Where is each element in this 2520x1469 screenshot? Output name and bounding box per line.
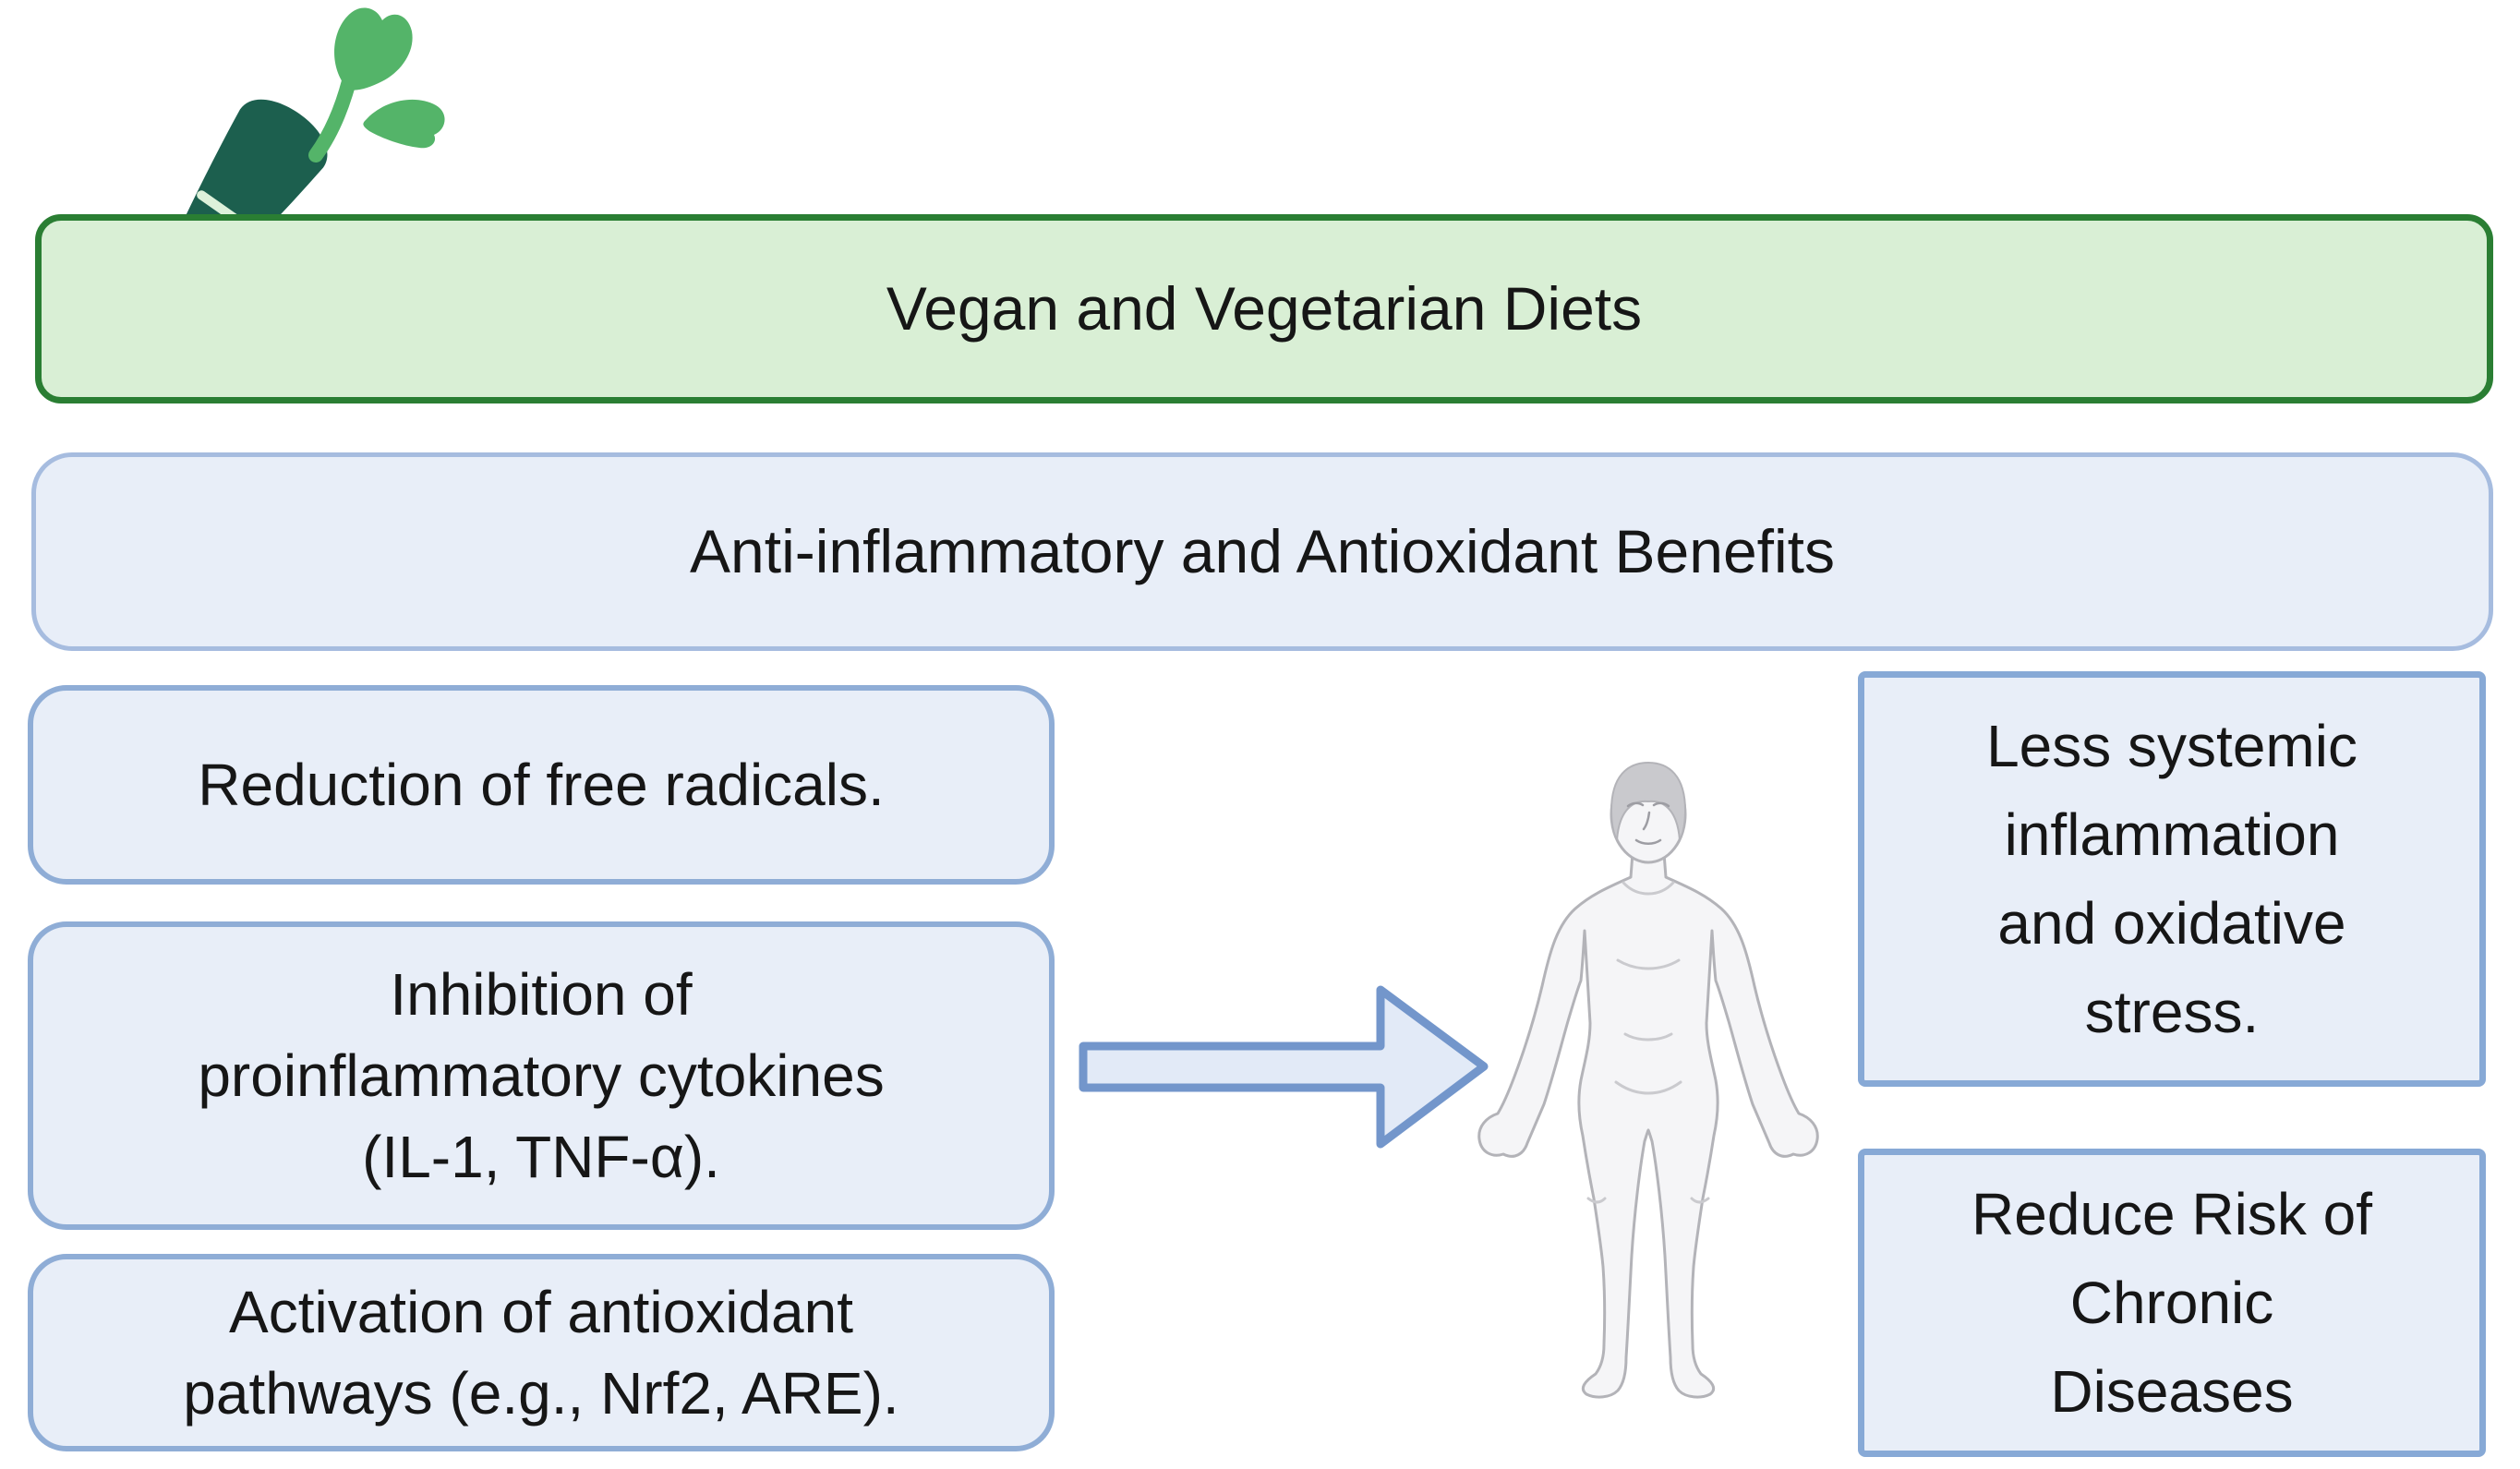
right-arrow-icon [1079, 985, 1489, 1149]
mechanism-box-text: Reduction of free radicals. [198, 744, 885, 825]
box-text-line: Activation of antioxidant [229, 1278, 853, 1345]
mechanism-box-free-radicals: Reduction of free radicals. [28, 685, 1055, 885]
box-text-line: pathways (e.g., Nrf2, ARE). [183, 1360, 899, 1427]
box-text-line: Reduction of free radicals. [198, 751, 885, 818]
outcome-box-text: Less systemic inflammation and oxidative… [1986, 702, 2357, 1056]
mechanism-box-text: Activation of antioxidant pathways (e.g.… [183, 1271, 898, 1435]
box-text-line: Chronic [2069, 1270, 2274, 1336]
mechanism-box-cytokines: Inhibition of proinflammatory cytokines … [28, 921, 1055, 1230]
outcome-box-chronic-disease: Reduce Risk of Chronic Diseases [1858, 1149, 2486, 1457]
box-text-line: and oxidative [1997, 890, 2346, 957]
outcome-box-text: Reduce Risk of Chronic Diseases [1971, 1170, 2372, 1436]
box-text-line: (IL-1, TNF-α). [362, 1124, 720, 1191]
mechanism-box-text: Inhibition of proinflammatory cytokines … [198, 954, 884, 1198]
title-banner-label: Vegan and Vegetarian Diets [886, 273, 1643, 343]
benefits-banner: Anti-inflammatory and Antioxidant Benefi… [31, 452, 2493, 651]
box-text-line: Less systemic [1986, 713, 2357, 779]
mechanism-box-antioxidant-pathways: Activation of antioxidant pathways (e.g.… [28, 1254, 1055, 1451]
title-banner: Vegan and Vegetarian Diets [35, 214, 2493, 403]
outcome-box-inflammation: Less systemic inflammation and oxidative… [1858, 671, 2486, 1087]
human-figure-icon [1477, 761, 1819, 1399]
box-text-line: proinflammatory cytokines [198, 1042, 885, 1109]
box-text-line: Inhibition of [390, 960, 693, 1028]
box-text-line: Diseases [2050, 1358, 2294, 1425]
benefits-banner-label: Anti-inflammatory and Antioxidant Benefi… [690, 516, 1835, 585]
box-text-line: Reduce Risk of [1971, 1181, 2372, 1247]
box-text-line: stress. [2084, 979, 2260, 1045]
box-text-line: inflammation [2004, 801, 2340, 868]
